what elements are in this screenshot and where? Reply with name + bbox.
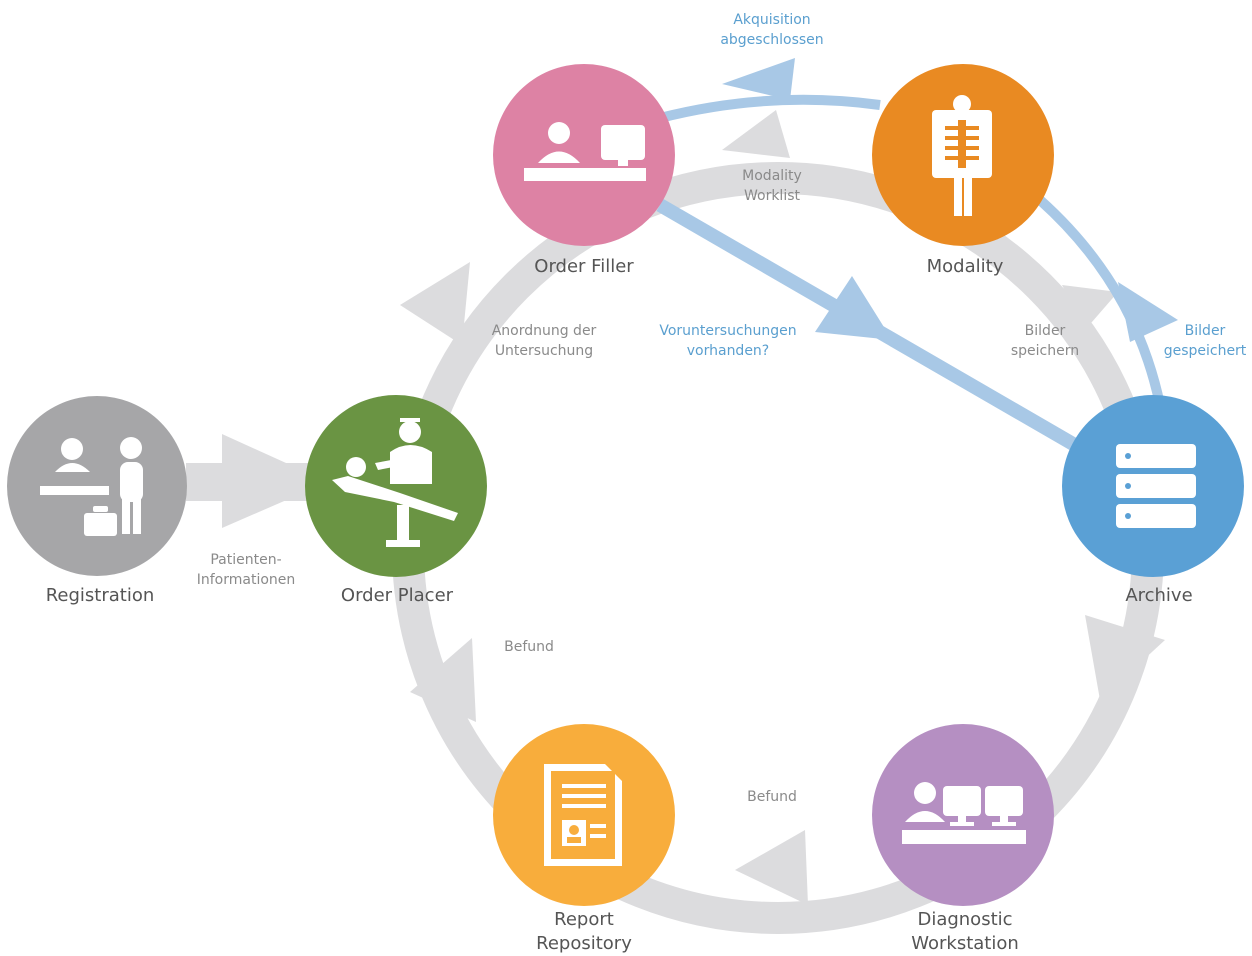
flow-arrows	[656, 58, 1178, 455]
node-order-filler	[493, 64, 675, 246]
ring-arrowhead-bottom	[735, 830, 808, 905]
flow-arrowhead-images-stored	[1118, 282, 1178, 342]
ring-arrowhead-left-upper	[400, 262, 470, 345]
node-order-placer	[305, 395, 487, 577]
xray-icon	[932, 95, 992, 216]
edge-label-report-bottom: Befund	[747, 789, 797, 805]
ring-arrowhead-right-upper	[1062, 285, 1118, 330]
order-placer-label: Order Placer	[340, 585, 454, 606]
edge-label-acquisition-done: Akquisition abgeschlossen	[720, 12, 824, 48]
node-archive	[1062, 395, 1244, 577]
edge-label-report-left: Befund	[504, 639, 554, 655]
ring-arrowhead-right-lower	[1085, 615, 1165, 700]
ring-arrowhead-left-lower	[410, 638, 476, 722]
edge-label-order-request: Anordnung der Untersuchung	[491, 323, 597, 359]
edge-label-patient-info: Patienten- Informationen	[196, 552, 296, 588]
server-icon	[1116, 444, 1196, 528]
order-filler-label: Order Filler	[534, 256, 634, 277]
node-modality	[872, 64, 1054, 246]
reception-desk-icon	[40, 437, 143, 536]
flow-arc-top	[658, 94, 881, 123]
workstation-icon	[902, 782, 1026, 844]
flow-arrowhead-prior-exams	[815, 276, 892, 340]
modality-label: Modality	[926, 256, 1004, 277]
edge-label-images-stored: Bilder gespeichert	[1163, 323, 1247, 359]
node-diagnostic-workstation	[872, 724, 1054, 906]
edge-label-modality-worklist: Modality Worklist	[742, 168, 802, 204]
archive-label: Archive	[1125, 585, 1193, 606]
desk-computer-icon	[524, 122, 646, 181]
diagnostic-workstation-label-line2: Workstation	[911, 933, 1019, 954]
arrow-registration-to-order-placer	[186, 434, 328, 528]
edge-label-store-images: Bilder speichern	[1010, 323, 1080, 359]
ring-arrowheads	[400, 110, 1165, 905]
diagnostic-workstation-label-line1: Diagnostic	[917, 909, 1013, 930]
flow-arrowhead-acquisition	[722, 58, 795, 100]
report-repository-label-line1: Report	[554, 909, 614, 930]
node-report-repository	[493, 724, 675, 906]
report-document-icon	[544, 764, 622, 866]
edge-label-prior-exams: Voruntersuchungen vorhanden?	[659, 323, 797, 359]
registration-label: Registration	[45, 585, 155, 606]
node-registration	[7, 396, 187, 576]
report-repository-label-line2: Repository	[536, 933, 632, 954]
flow-arc-right	[1036, 196, 1165, 407]
order-filler-circle	[493, 64, 675, 246]
order-placer-circle	[305, 395, 487, 577]
ring-arrowhead-top	[722, 110, 790, 158]
doctor-patient-icon	[332, 418, 458, 547]
